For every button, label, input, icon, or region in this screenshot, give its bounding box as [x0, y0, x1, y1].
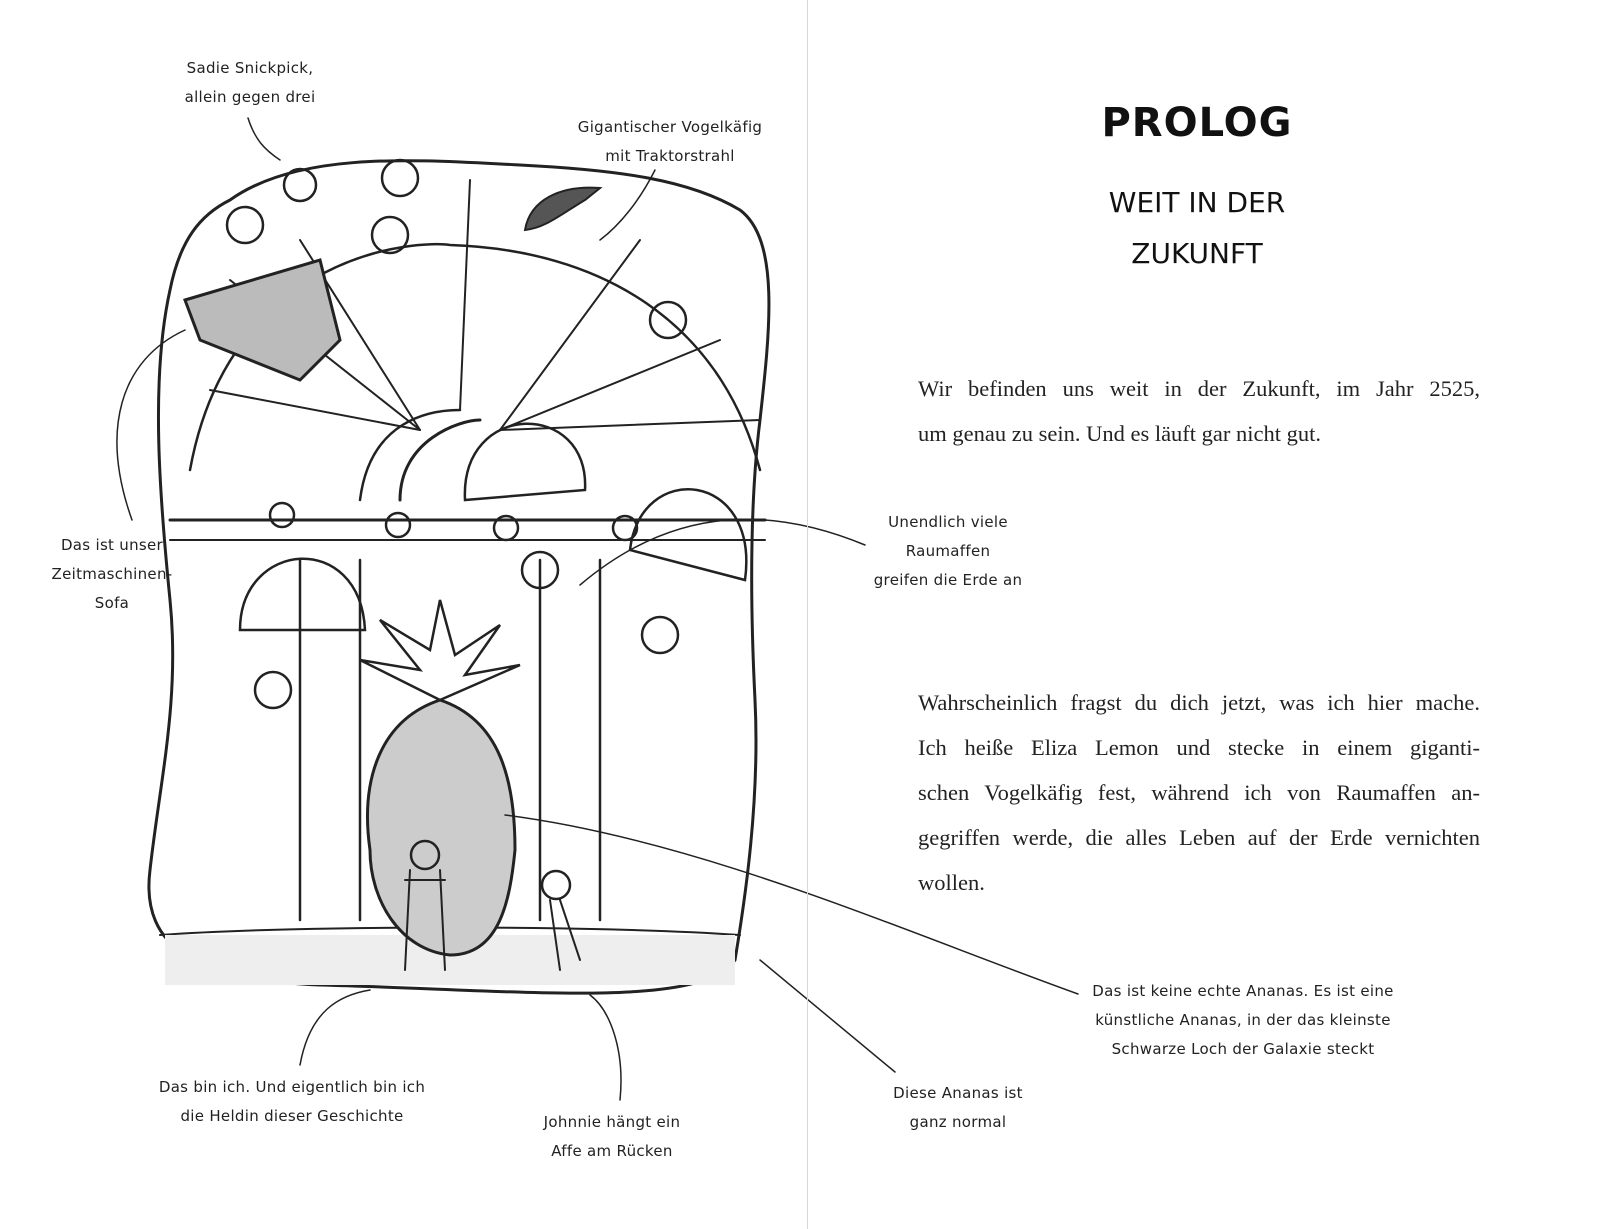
text-line: gegriffen werde, die alles Leben auf der…	[918, 825, 1480, 850]
arrow-vogelkaefig	[599, 169, 656, 241]
parachute	[238, 557, 367, 632]
annotation-line: Affe am Rücken	[551, 1142, 673, 1160]
annotation-heldin: Das bin ich. Und eigentlich bin ich die …	[159, 1073, 425, 1131]
chapter-subtitle-line: ZUKUNFT	[1131, 237, 1263, 270]
annotation-line: Schwarze Loch der Galaxie steckt	[1111, 1040, 1375, 1058]
annotation-line: Gigantischer Vogelkäfig	[577, 118, 763, 136]
annotation-raumaffen: Unendlich viele Raumaffen greifen die Er…	[874, 508, 1023, 595]
annotation-line: Raumaffen	[905, 542, 991, 560]
annotation-line: allein gegen drei	[184, 88, 316, 106]
cage-arch-inner	[358, 408, 462, 502]
annotation-line: Unendlich viele	[888, 513, 1008, 531]
annotation-line: mit Traktorstrahl	[605, 147, 735, 165]
annotation-ananas-kuenstlich: Das ist keine echte Ananas. Es ist eine …	[1092, 977, 1393, 1064]
annotation-line: die Heldin dieser Geschichte	[180, 1107, 404, 1125]
arrow-ananas-kuenstlich	[504, 814, 1079, 995]
annotation-line: Das bin ich. Und eigentlich bin ich	[158, 1078, 426, 1096]
time-machine-sofa	[183, 258, 342, 382]
page-gutter	[807, 0, 808, 1229]
arrow-sadie	[247, 117, 281, 161]
annotation-line: Das ist keine echte Ananas. Es ist eine	[1092, 982, 1394, 1000]
text-line: Wahrscheinlich fragst du dich jetzt, was…	[918, 690, 1480, 715]
arrow-ananas-normal	[759, 959, 896, 1073]
annotation-line: ganz normal	[909, 1113, 1007, 1131]
chapter-subtitle-line: WEIT IN DER	[1108, 186, 1286, 219]
arrow-johnnie	[589, 994, 622, 1101]
annotation-johnnie: Johnnie hängt ein Affe am Rücken	[544, 1108, 681, 1166]
text-line: um genau zu sein. Und es läuft gar nicht…	[918, 421, 1322, 446]
parachute	[628, 488, 748, 582]
text-line: Ich heiße Eliza Lemon und stecke in eine…	[918, 735, 1480, 760]
annotation-line: Das ist unser	[60, 536, 164, 554]
text-line: schen Vogelkäfig fest, während ich von R…	[918, 780, 1480, 805]
arrow-heldin	[299, 989, 371, 1066]
paragraph-2: Wahrscheinlich fragst du dich jetzt, was…	[918, 680, 1480, 905]
annotation-sadie: Sadie Snickpick, allein gegen drei	[185, 54, 316, 112]
tractor-beam-device	[523, 186, 603, 232]
chapter-title: PROLOG	[1101, 100, 1293, 146]
annotation-vogelkaefig: Gigantischer Vogelkäfig mit Traktorstrah…	[578, 113, 762, 171]
annotation-line: Sofa	[94, 594, 130, 612]
pineapple	[366, 698, 517, 957]
arrow-sofa	[116, 329, 186, 521]
annotation-line: Sadie Snickpick,	[186, 59, 314, 77]
annotation-sofa: Das ist unser Zeitmaschinen- Sofa	[52, 531, 173, 618]
arrow-raumaffen	[579, 518, 866, 586]
text-line: Wir befinden uns weit in der Zukunft, im…	[918, 376, 1480, 401]
annotation-line: Zeitmaschinen-	[51, 565, 173, 583]
paragraph-1: Wir befinden uns weit in der Zukunft, im…	[918, 366, 1480, 456]
annotation-line: künstliche Ananas, in der das kleinste	[1095, 1011, 1391, 1029]
text-line: wollen.	[918, 870, 985, 895]
cage-ring	[398, 418, 482, 502]
annotation-line: Johnnie hängt ein	[543, 1113, 681, 1131]
annotation-line: greifen die Erde an	[873, 571, 1023, 589]
pineapple-leaves	[359, 599, 521, 702]
annotation-ananas-normal: Diese Ananas ist ganz normal	[893, 1079, 1023, 1137]
annotation-line: Diese Ananas ist	[893, 1084, 1023, 1102]
parachute	[463, 422, 587, 502]
